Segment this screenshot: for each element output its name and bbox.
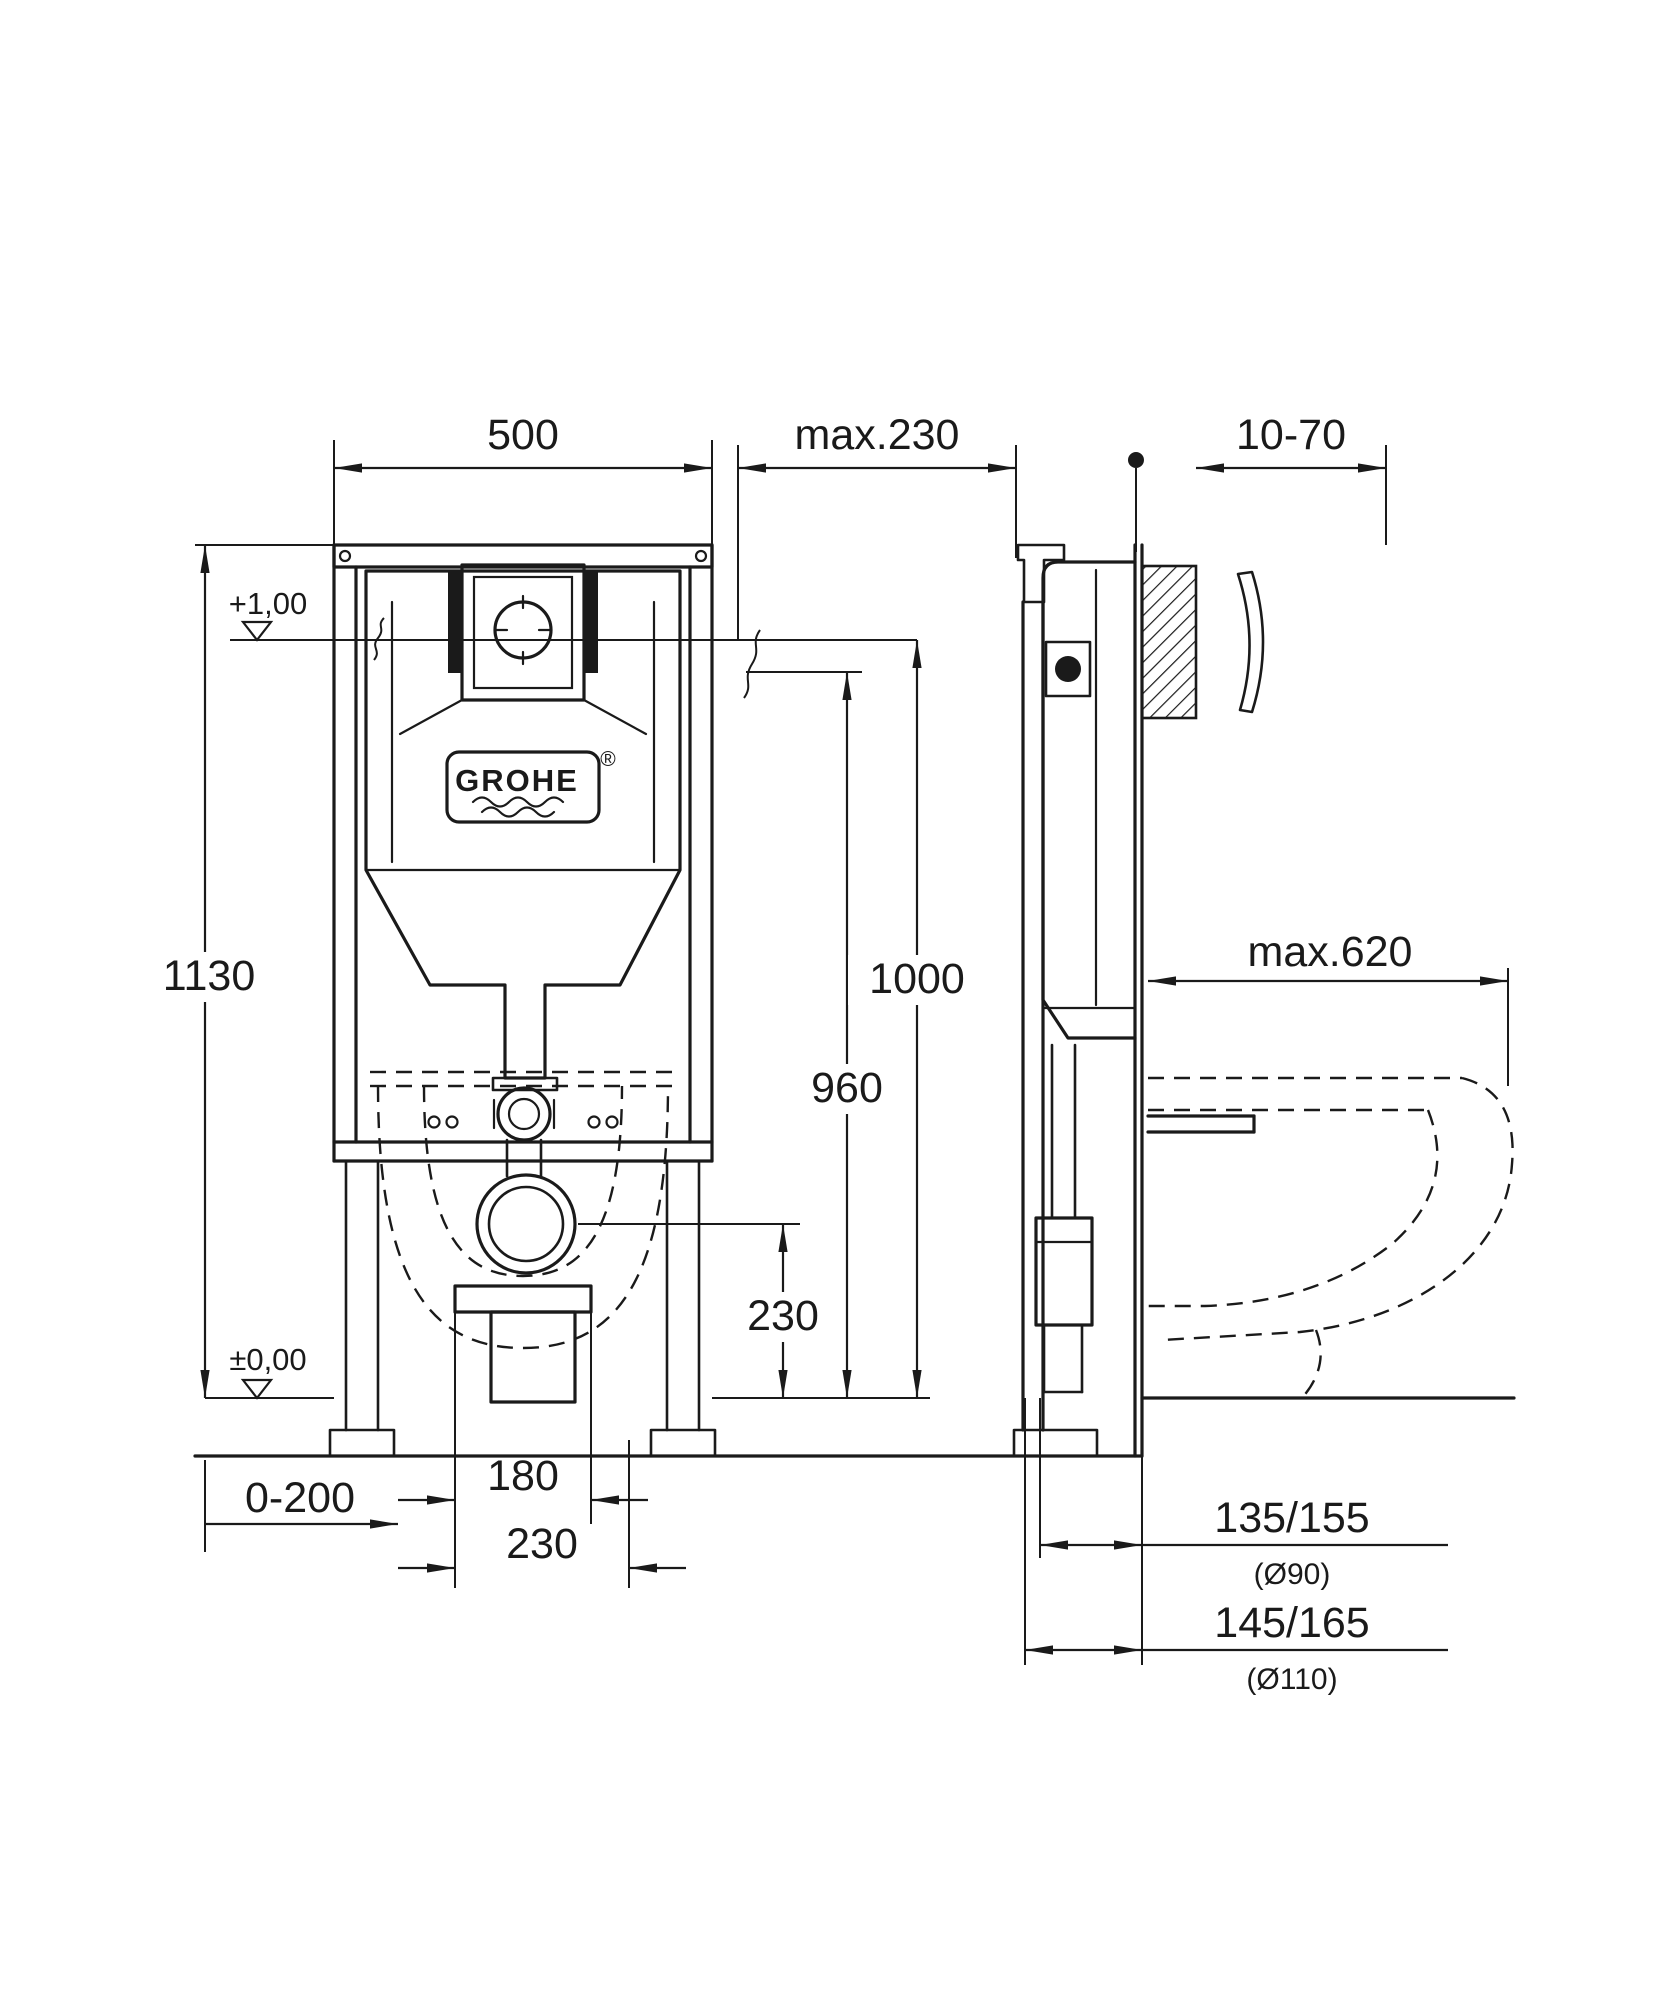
outlet-spacing-label: 180: [487, 1452, 559, 1500]
valve-button-icon: [1055, 656, 1081, 682]
level-upper-label: +1,00: [229, 586, 307, 621]
drain-110-dia-label: (Ø110): [1246, 1663, 1337, 1696]
frame-rail-side: [1012, 543, 1099, 1458]
drain-90-label: 135/155: [1214, 1494, 1369, 1542]
flush-actuator-opening: [448, 563, 598, 702]
registered-mark: ®: [600, 748, 616, 771]
adjustable-feet: [328, 1159, 717, 1458]
corner-screw-icon: [694, 549, 708, 563]
drain-elbow-side: [1034, 1043, 1094, 1394]
wall-section-hatched: [1140, 564, 1198, 720]
wc-bowl-front-dashed: [370, 1070, 676, 1350]
flush-pipe-assembly: [491, 1076, 559, 1178]
bowl-depth-label: max.620: [1248, 928, 1413, 976]
wall-reference-marker: [1128, 452, 1144, 552]
outlet-height-label: 230: [747, 1292, 819, 1340]
foot-adjust-label: 0-200: [245, 1474, 355, 1522]
frame-width-label: 500: [487, 411, 559, 459]
level-marker-icon: [240, 1378, 274, 1400]
filling-valve-icon: [1044, 640, 1092, 698]
top-offset-label: max.230: [795, 411, 960, 459]
brand-logo-text: GROHE: [455, 763, 579, 798]
waste-outlet: [453, 1173, 593, 1404]
dimension-labels: 500 max.230 10-70 1130 +1,00 ±0,00 1000 …: [150, 411, 1412, 1696]
corner-screw-icon: [338, 549, 352, 563]
flush-plate-side: [1236, 570, 1265, 714]
cistern-front: [364, 569, 682, 1080]
front-view: GROHE ®: [193, 543, 1144, 1458]
level-zero-label: ±0,00: [229, 1342, 306, 1377]
height-960-label: 960: [811, 1064, 883, 1112]
brand-badge: GROHE ®: [445, 748, 616, 824]
plate-range-label: 10-70: [1236, 411, 1346, 459]
mounting-frame: [328, 543, 717, 1458]
side-view: [1012, 452, 1516, 1458]
break-mark-icon: [373, 617, 385, 661]
drain-90-dia-label: (Ø90): [1254, 1558, 1331, 1591]
fixing-bolts: [427, 1115, 619, 1129]
cistern-side: [1041, 560, 1137, 1040]
level-marker-icon: [240, 620, 274, 642]
frame-height-label: 1130: [163, 952, 255, 1000]
break-mark-icon: [743, 629, 761, 699]
height-1000-label: 1000: [869, 955, 965, 1003]
drain-110-label: 145/165: [1214, 1599, 1369, 1647]
wc-bowl-side-dashed: [1146, 1076, 1514, 1399]
outlet-spacing-alt-label: 230: [506, 1520, 578, 1568]
